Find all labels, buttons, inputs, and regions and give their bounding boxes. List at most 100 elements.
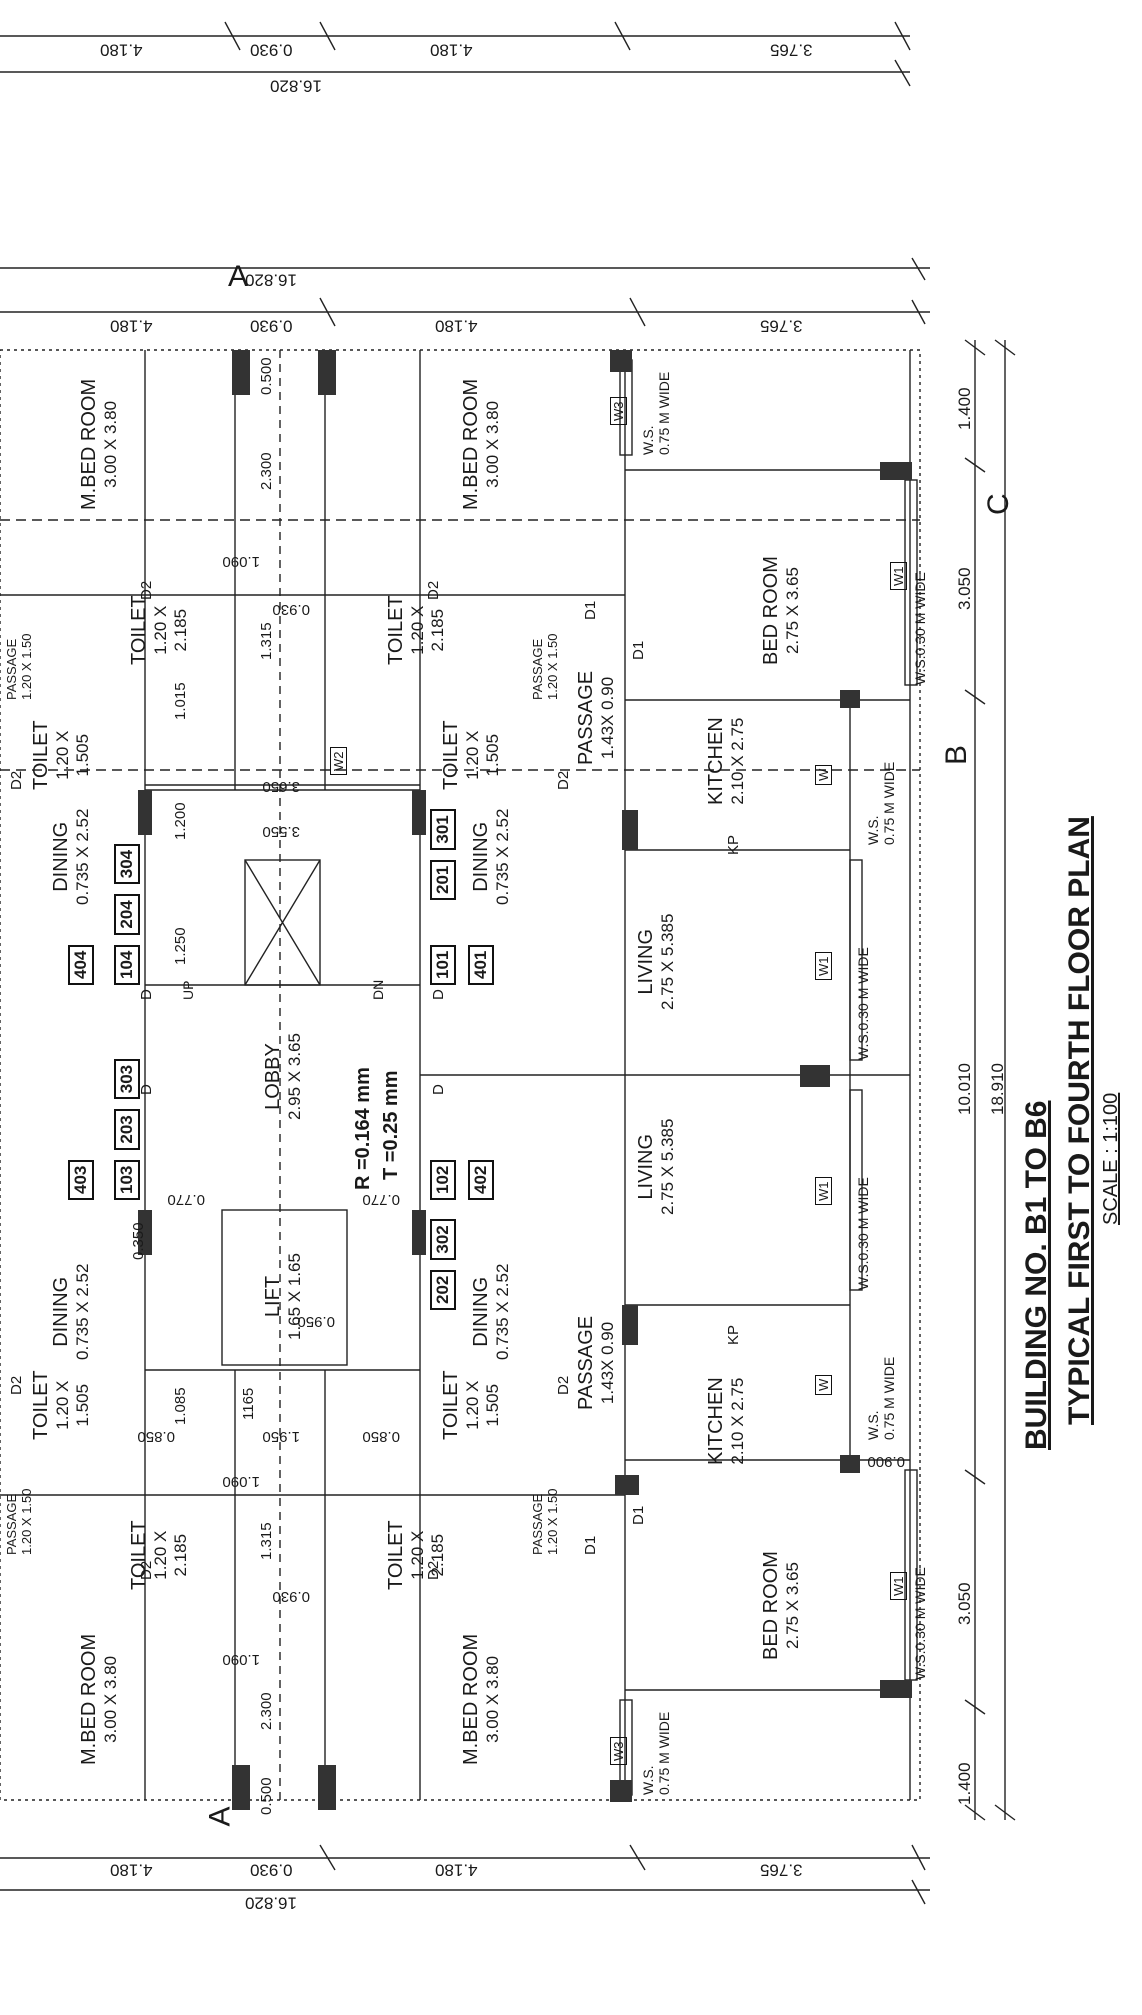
section-marker-a-top: A — [228, 260, 249, 293]
dim-right-1400-bot: 1.400 — [955, 1762, 974, 1805]
room-passage-small-top-left: PASSAGE 1.20 X 1.50 — [4, 633, 34, 701]
flat-numbers-lower-left-b: 103 203 303 — [114, 1058, 140, 1200]
dim-int-1315-top: 1.315 — [258, 622, 275, 660]
dim-right-18910: 18.910 — [988, 1063, 1007, 1115]
flat-no-201: 201 — [430, 859, 456, 900]
tag-w1-1: W1 — [890, 562, 907, 590]
tag-w3-2: W3 — [610, 1737, 627, 1765]
dim-int-0500-b: 0.500 — [258, 1777, 275, 1815]
tag-d2-6: D2 — [555, 1375, 572, 1395]
flat-numbers-lower-right-b: 402 — [468, 1159, 494, 1200]
dim-lower-16820: 16.820 — [245, 1893, 297, 1913]
dim-int-1085: 1.085 — [172, 1387, 189, 1425]
tag-w-1: W — [815, 764, 832, 785]
dim-int-1090-top: 1.090 — [222, 553, 260, 570]
tag-d2-8: D2 — [425, 1560, 442, 1580]
flat-no-103: 103 — [114, 1159, 140, 1200]
flat-no-404: 404 — [68, 944, 94, 985]
scale-label: SCALE : 1:100 — [1100, 1092, 1122, 1225]
tag-d1-4: D1 — [630, 1505, 647, 1525]
tag-kp-2: KP — [725, 1324, 742, 1345]
dim-int-0900: 0.900 — [867, 1453, 905, 1470]
dim-int-0930-b: 0.930 — [272, 1588, 310, 1605]
dim-lower-4180-b: 4.180 — [435, 1860, 478, 1880]
stair-riser: R =0.164 mm — [352, 1067, 374, 1190]
ws-030-mid-top: W.S.0.30 M WIDE — [855, 947, 871, 1060]
tag-d-4: D — [430, 1084, 447, 1095]
dim-upper-4180-b: 4.180 — [435, 316, 478, 336]
dim-int-1090-b: 1.090 — [222, 1473, 260, 1490]
tag-w1-2: W1 — [815, 952, 832, 980]
tag-w-2: W — [815, 1374, 832, 1395]
dim-int-0350: 0.350 — [130, 1222, 147, 1260]
dim-int-3650: 3.650 — [262, 778, 300, 795]
tag-d1-3: D1 — [582, 1535, 599, 1555]
tag-d2-3: D2 — [8, 770, 25, 790]
flat-no-202: 202 — [430, 1269, 456, 1310]
dim-int-0500-top: 0.500 — [258, 357, 275, 395]
tag-w1-4: W1 — [890, 1572, 907, 1600]
dim-int-0770-a: 0.770 — [167, 1191, 205, 1208]
flat-no-204: 204 — [114, 894, 140, 935]
dim-upper-3765: 3.765 — [760, 316, 803, 336]
dim-int-1200-a: 1.200 — [172, 802, 189, 840]
dim-int-1315-b: 1.315 — [258, 1522, 275, 1560]
dim-right-1400-top: 1.400 — [955, 387, 974, 430]
tag-d2-2: D2 — [425, 580, 442, 600]
tag-d-1: D — [138, 989, 155, 1000]
dim-int-0930-mid: 0.930 — [272, 601, 310, 618]
flat-no-102: 102 — [430, 1159, 456, 1200]
tag-w2: W2 — [330, 747, 347, 775]
title-line-1: BUILDING NO. B1 TO B6 — [1020, 1100, 1053, 1450]
dim-top-3765: 3.765 — [770, 40, 813, 60]
dim-int-0950: 0.950 — [297, 1313, 335, 1330]
tag-w3-1: W3 — [610, 397, 627, 425]
stair-dn-label: DN — [370, 979, 386, 1000]
dim-int-2300-top: 2.300 — [258, 452, 275, 490]
dim-right-10010: 10.010 — [955, 1063, 974, 1115]
dim-lower-0930: 0.930 — [250, 1860, 293, 1880]
flat-no-304: 304 — [114, 843, 140, 885]
flat-numbers-lower-right-c: 202 302 — [430, 1219, 456, 1310]
dim-upper-0930: 0.930 — [250, 316, 293, 336]
section-marker-b: B — [940, 744, 973, 765]
flat-no-104: 104 — [114, 944, 140, 985]
flat-no-203: 203 — [114, 1109, 140, 1150]
flat-no-301: 301 — [430, 809, 456, 850]
flat-numbers-top-left-b: 104 204 304 — [114, 843, 140, 985]
section-marker-a-bottom: A — [203, 1806, 237, 1827]
dim-int-1090-c: 1.090 — [222, 1651, 260, 1668]
dim-top-4180-b: 4.180 — [430, 40, 473, 60]
dim-top-16820: 16.820 — [270, 76, 322, 96]
dim-upper-4180-a: 4.180 — [110, 316, 153, 336]
dim-right-3050-top: 3.050 — [955, 567, 974, 610]
flat-numbers-lower-left-a: 403 — [68, 1159, 94, 1200]
dim-int-2300-b: 2.300 — [258, 1692, 275, 1730]
flat-no-303: 303 — [114, 1058, 140, 1100]
flat-numbers-top-right-b: 401 — [468, 944, 494, 985]
dim-lower-4180-a: 4.180 — [110, 1860, 153, 1880]
dim-upper-16820: 16.820 — [245, 270, 297, 290]
tag-d2-1: D2 — [138, 580, 155, 600]
ws-top-mid: W.S. 0.75 M WIDE — [865, 761, 897, 845]
dim-int-0850-b: 0.850 — [362, 1428, 400, 1445]
tag-d2-5: D2 — [8, 1375, 25, 1395]
